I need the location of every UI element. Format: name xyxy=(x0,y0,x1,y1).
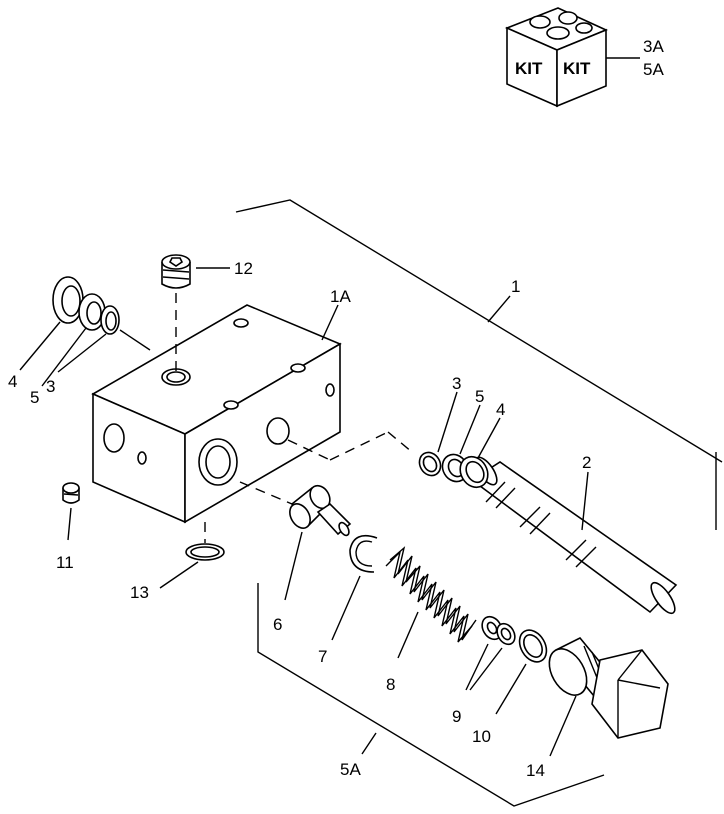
poppet-part-6 xyxy=(289,484,352,537)
o-ring-part-3-right xyxy=(418,451,442,477)
washer-part-9 xyxy=(481,615,516,646)
callout-1a: 1A xyxy=(330,287,351,306)
callout-5a: 5A xyxy=(643,60,664,79)
callout-4-right: 4 xyxy=(496,400,505,419)
callout-3-left: 3 xyxy=(46,377,55,396)
callout-5-right: 5 xyxy=(475,387,484,406)
snap-ring-part-7 xyxy=(349,534,378,573)
callout-7: 7 xyxy=(318,647,327,666)
callout-2: 2 xyxy=(582,453,591,472)
callout-13: 13 xyxy=(130,583,149,602)
callout-9: 9 xyxy=(452,707,461,726)
spool-part-2 xyxy=(470,456,678,615)
plug-part-11 xyxy=(62,482,80,504)
o-ring-part-10 xyxy=(518,629,548,663)
kit-label-right: KIT xyxy=(563,59,591,78)
callout-12: 12 xyxy=(234,259,253,278)
callout-14: 14 xyxy=(526,761,545,780)
hex-plug-part-14 xyxy=(548,636,669,739)
bracket-assembly-1 xyxy=(235,199,723,530)
kit-label-left: KIT xyxy=(515,59,543,78)
callout-1: 1 xyxy=(511,277,520,296)
callout-10: 10 xyxy=(472,727,491,746)
seal-washer-part-4-right xyxy=(459,455,489,489)
seal-part-5-left xyxy=(78,293,106,331)
callout-3a: 3A xyxy=(643,37,664,56)
callout-6: 6 xyxy=(273,615,282,634)
spring-part-8 xyxy=(385,546,477,643)
seal-washer-part-4-left xyxy=(52,276,84,324)
callout-5a-bracket: 5A xyxy=(340,760,361,779)
callout-8: 8 xyxy=(386,675,395,694)
valve-body-part-1a xyxy=(91,304,342,524)
kit-box-icon: KIT KIT xyxy=(504,7,609,108)
callout-11: 11 xyxy=(56,553,74,572)
o-ring-part-3-left xyxy=(100,305,120,335)
plug-part-12 xyxy=(161,254,191,289)
o-ring-part-13 xyxy=(185,543,225,561)
bracket-kit-5a xyxy=(257,583,605,807)
callout-3-right: 3 xyxy=(452,374,461,393)
callout-4-left: 4 xyxy=(8,372,17,391)
callout-5-left: 5 xyxy=(30,388,39,407)
